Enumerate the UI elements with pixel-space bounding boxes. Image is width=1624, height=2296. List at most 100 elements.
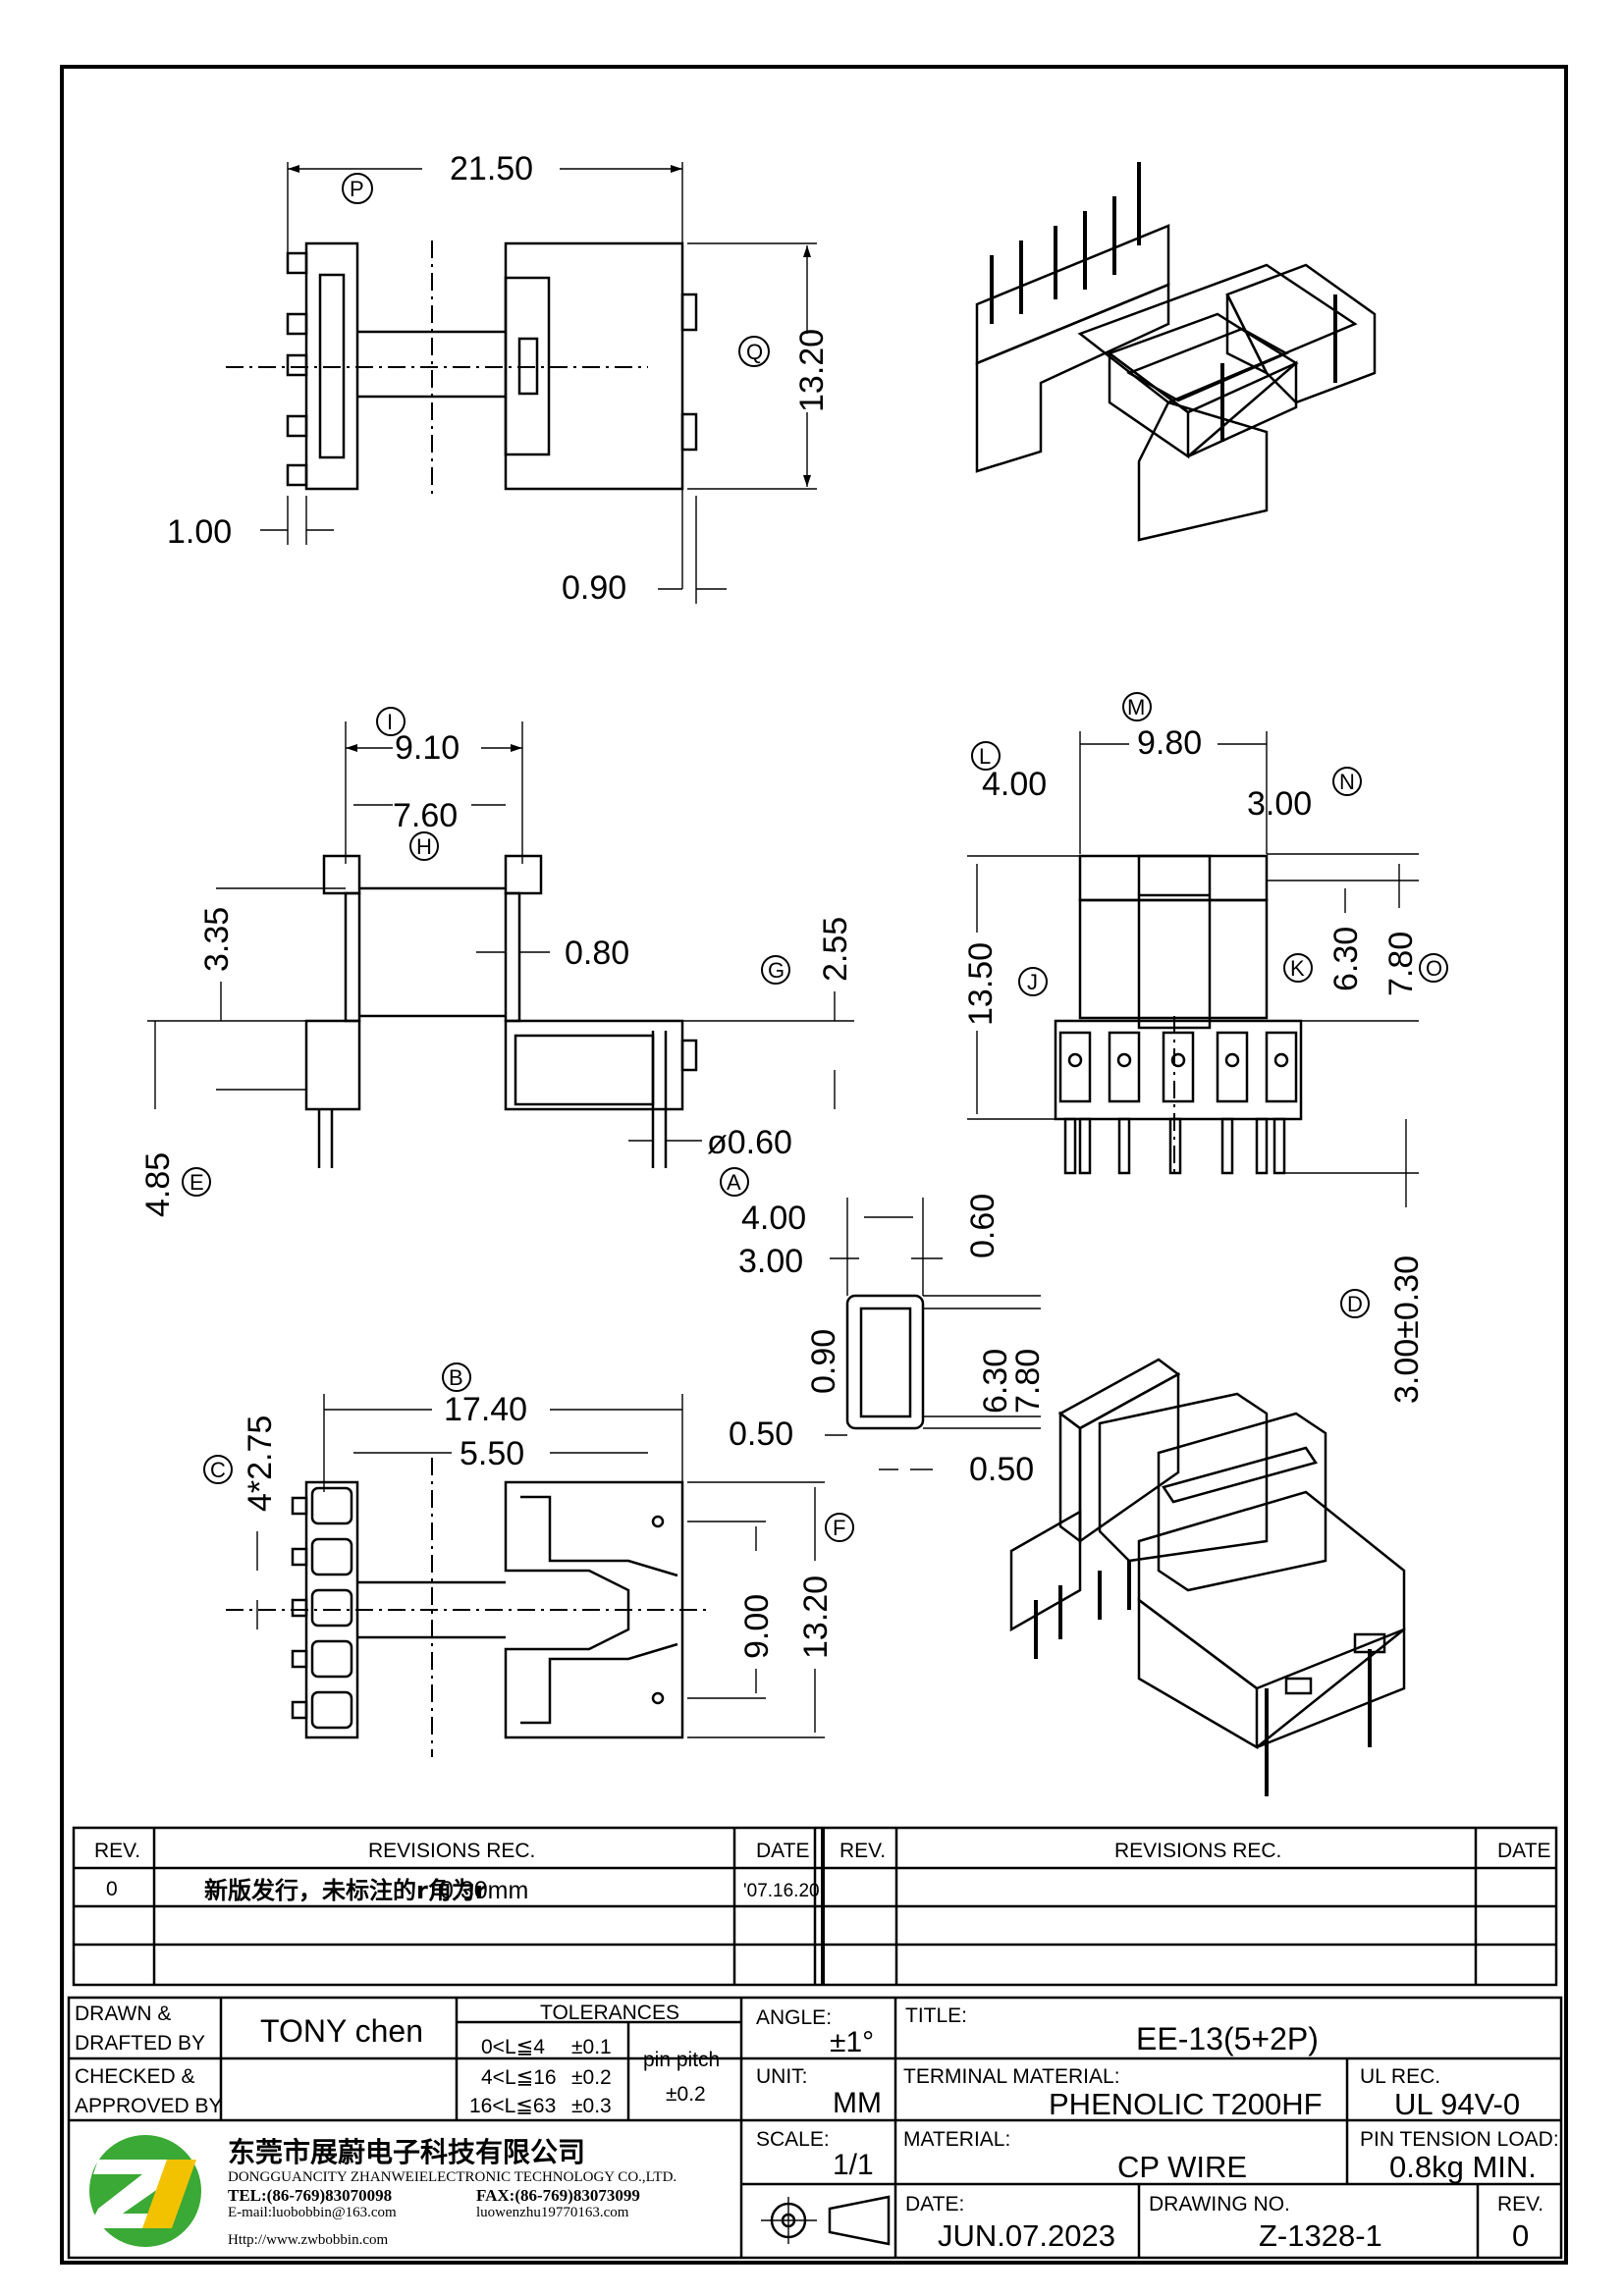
callout-k: K (1290, 956, 1305, 981)
company-email2: luowenzhu19770163.com (476, 2205, 629, 2220)
unit-label: UNIT: (756, 2065, 808, 2088)
drawn-label-1: DRAWN & (75, 2002, 171, 2025)
date-header-left: DATE (756, 1840, 809, 1862)
dim-side-offset: 0.90 (562, 569, 626, 607)
dim-width: 21.50 (450, 150, 533, 187)
dim-win-k: 6.30 (977, 1349, 1014, 1414)
terminal-value: PHENOLIC T200HF (1049, 2087, 1323, 2121)
callout-f: F (833, 1516, 845, 1540)
dim-side-inner: 7.60 (393, 797, 458, 834)
callout-m: M (1127, 695, 1145, 720)
dim-win-o: 7.80 (1009, 1349, 1047, 1414)
dim-bottom-height: 13.20 (797, 1575, 835, 1659)
callout-q: Q (746, 340, 763, 364)
callout-j: J (1027, 970, 1038, 994)
terminal-label: TERMINAL MATERIAL: (903, 2065, 1120, 2088)
title-block: DRAWN & DRAFTED BY TONY chen CHECKED & A… (67, 1996, 1563, 2260)
material-label: MATERIAL: (903, 2128, 1010, 2151)
callout-d: D (1347, 1292, 1363, 1316)
callout-o: O (1426, 956, 1442, 981)
drawing-no-label: DRAWING NO. (1149, 2193, 1290, 2216)
ul-value: UL 94V-0 (1394, 2087, 1520, 2121)
callout-e: E (189, 1170, 204, 1195)
callout-l: L (979, 744, 991, 769)
rev-row-0: 0 (106, 1878, 118, 1900)
dim-end-k: 6.30 (1327, 927, 1365, 991)
ul-label: UL REC. (1360, 2065, 1440, 2088)
tol-value-0: ±0.1 (571, 2036, 612, 2058)
drawn-label-2: DRAFTED BY (75, 2032, 205, 2055)
scale-label: SCALE: (756, 2128, 830, 2151)
callout-i: I (387, 710, 393, 734)
material-value: CP WIRE (1117, 2150, 1247, 2184)
top-view: 21.50 P 13.20 Q (167, 150, 831, 607)
dim-win-inner: 3.00 (738, 1243, 803, 1280)
rev-label: REV. (1497, 2193, 1543, 2216)
drawing-no-value: Z-1328-1 (1259, 2218, 1382, 2253)
tolerances-title: TOLERANCES (540, 2002, 679, 2024)
callout-n: N (1339, 770, 1355, 794)
bottom-view: 17.40 B 5.50 4*2.75 C (203, 1362, 854, 1757)
unit-value: MM (833, 2087, 882, 2119)
dim-end-l: 4.00 (982, 766, 1047, 803)
company-fax: FAX:(86-769)83073099 (476, 2186, 640, 2205)
dim-side-upper: 3.35 (198, 907, 236, 972)
dim-win-bottom: 0.50 (969, 1451, 1034, 1488)
dim-win-outer: 4.00 (741, 1200, 806, 1237)
pin-pitch-label: pin pitch (643, 2049, 720, 2071)
rev-note-cn: 新版发行，未标注的r角为r (204, 1877, 487, 1904)
checked-label-1: CHECKED & (75, 2065, 195, 2088)
title-label: TITLE: (905, 2004, 967, 2027)
company-logo-icon (88, 2135, 201, 2247)
date-value: JUN.07.2023 (938, 2218, 1115, 2253)
projection-symbol-icon (761, 2195, 891, 2246)
rec-header-left: REVISIONS REC. (368, 1840, 535, 1862)
revision-table: REV. REVISIONS REC. DATE REV. REVISIONS … (72, 1826, 1558, 1987)
callout-p: P (350, 177, 364, 201)
company-name-cn: 东莞市展蔚电子科技有限公司 (228, 2136, 585, 2168)
rev-note-val: 0.30mm (440, 1877, 528, 1904)
end-view: 9.80 M 4.00 L 3.00 N (962, 692, 1448, 1404)
dim-bottom-inner: 5.50 (460, 1435, 524, 1472)
drawing-title: EE-13(5+2P) (1136, 2021, 1319, 2056)
dim-win-mid: 0.90 (805, 1329, 842, 1394)
dim-end-o: 7.80 (1382, 932, 1420, 996)
rev-header-right: REV. (839, 1840, 886, 1862)
dim-bottom-overall: 17.40 (444, 1391, 527, 1428)
callout-g: G (768, 958, 785, 983)
checked-label-2: APPROVED BY (75, 2095, 223, 2117)
scale-value: 1/1 (833, 2149, 874, 2181)
company-tel: TEL:(86-769)83070098 (228, 2186, 392, 2205)
date-header-right: DATE (1497, 1840, 1550, 1862)
angle-label: ANGLE: (756, 2006, 832, 2029)
company-web: Http://www.zwbobbin.com (228, 2232, 389, 2248)
dim-bottom-center: 9.00 (738, 1594, 776, 1659)
pin-pitch-tol: ±0.2 (666, 2083, 706, 2106)
callout-c: C (210, 1458, 226, 1482)
dim-end-pin-len: 3.00±0.30 (1388, 1255, 1426, 1404)
dim-side-wall: 0.80 (565, 934, 629, 972)
tol-value-1: ±0.2 (571, 2066, 612, 2089)
callout-h: H (416, 834, 432, 859)
dim-pin-offset: 1.00 (167, 513, 232, 551)
dim-side-outer: 9.10 (395, 729, 460, 767)
drawn-by: TONY chen (260, 2013, 423, 2049)
date-label: DATE: (905, 2193, 964, 2216)
dim-end-m: 9.80 (1137, 724, 1202, 762)
side-view: 9.10 I 7.60 H 3.35 4.85 E (139, 707, 854, 1217)
angle-value: ±1° (830, 2026, 874, 2058)
pin-tension-label: PIN TENSION LOAD: (1360, 2128, 1559, 2151)
callout-a: A (727, 1170, 741, 1195)
rev-date-0: '07.16.20 (743, 1881, 820, 1901)
iso-view-bottom (1009, 1358, 1406, 1796)
rev-header-left: REV. (94, 1840, 140, 1862)
dim-pin-dia: ø0.60 (707, 1124, 792, 1161)
tol-value-2: ±0.3 (571, 2095, 612, 2117)
rev-value: 0 (1512, 2218, 1529, 2253)
tol-range-0: 0<L≦4 (481, 2036, 545, 2058)
callout-b: B (449, 1365, 463, 1390)
company-name-en: DONGGUANCITY ZHANWEIELECTRONIC TECHNOLOG… (228, 2169, 677, 2185)
window-detail: 4.00 3.00 0.60 0.90 6.30 7.80 0.50 0.50 (729, 1194, 1047, 1488)
tol-range-2: 16<L≦63 (469, 2095, 556, 2117)
